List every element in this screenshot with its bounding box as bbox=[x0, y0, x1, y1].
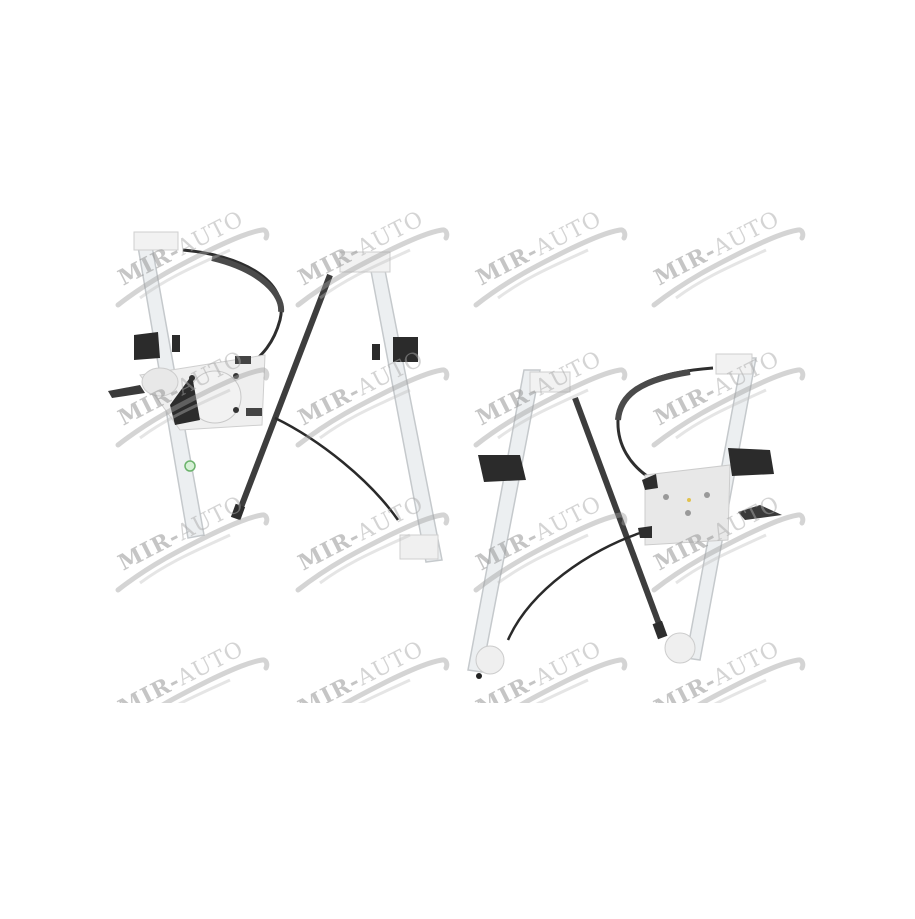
mir-auto-watermark: MIR-AUTO bbox=[110, 491, 280, 615]
watermark-brand-bold: MIR- bbox=[114, 523, 185, 577]
watermark-brand-thin: AUTO bbox=[353, 206, 429, 262]
car-silhouette-icon bbox=[651, 227, 806, 308]
watermark-brand-bold: MIR- bbox=[114, 378, 185, 432]
watermark-brand-bold: MIR- bbox=[650, 378, 721, 432]
car-silhouette-icon bbox=[295, 367, 450, 448]
mir-auto-watermark: MIR-AUTO bbox=[646, 491, 816, 615]
mir-auto-watermark: MIR-AUTO bbox=[290, 346, 460, 470]
watermark-brand-thin: AUTO bbox=[173, 636, 249, 692]
mir-auto-watermark: MIR-AUTO bbox=[110, 206, 280, 330]
mir-auto-watermark: MIR-AUTO bbox=[290, 491, 460, 615]
mir-auto-watermark: MIR-AUTO bbox=[110, 346, 280, 470]
left-regulator bbox=[108, 231, 443, 563]
watermark-brand-bold: MIR- bbox=[294, 668, 365, 703]
mir-auto-watermark: MIR-AUTO bbox=[646, 206, 816, 330]
mir-auto-watermark: MIR-AUTO bbox=[646, 636, 816, 703]
car-silhouette-icon bbox=[651, 512, 806, 593]
mir-auto-watermark: MIR-AUTO bbox=[468, 206, 638, 330]
car-silhouette-icon bbox=[473, 367, 628, 448]
right-regulator bbox=[467, 353, 782, 679]
watermark-brand-thin: AUTO bbox=[531, 206, 607, 262]
watermark-brand-thin: AUTO bbox=[173, 491, 249, 547]
watermark-brand-thin: AUTO bbox=[173, 206, 249, 262]
watermark-brand-bold: MIR- bbox=[294, 523, 365, 577]
watermark-brand-bold: MIR- bbox=[472, 668, 543, 703]
watermark-brand-thin: AUTO bbox=[709, 491, 785, 547]
car-silhouette-icon bbox=[519, 657, 628, 703]
watermark-brand-thin: AUTO bbox=[709, 206, 785, 262]
watermark-brand-bold: MIR- bbox=[114, 668, 185, 703]
mir-auto-watermark: MIR-AUTO bbox=[468, 636, 638, 703]
watermark-brand-thin: AUTO bbox=[531, 346, 607, 402]
car-silhouette-icon bbox=[295, 227, 450, 308]
car-silhouette-icon bbox=[115, 367, 270, 448]
car-silhouette-icon bbox=[341, 657, 450, 703]
car-silhouette-icon bbox=[115, 227, 270, 308]
mir-auto-watermark: MIR-AUTO bbox=[468, 346, 638, 470]
watermark-brand-thin: AUTO bbox=[353, 346, 429, 402]
watermark-brand-bold: MIR- bbox=[294, 238, 365, 292]
mir-auto-watermark: MIR-AUTO bbox=[110, 636, 280, 703]
mir-auto-watermark: MIR-AUTO bbox=[468, 491, 638, 615]
watermark-brand-thin: AUTO bbox=[709, 636, 785, 692]
mir-auto-watermark: MIR-AUTO bbox=[646, 346, 816, 470]
car-silhouette-icon bbox=[295, 512, 450, 593]
watermark-brand-bold: MIR- bbox=[650, 238, 721, 292]
watermark-brand-thin: AUTO bbox=[353, 636, 429, 692]
watermark-brand-bold: MIR- bbox=[650, 668, 721, 703]
watermark-brand-bold: MIR- bbox=[650, 523, 721, 577]
watermark-brand-thin: AUTO bbox=[173, 346, 249, 402]
watermark-brand-bold: MIR- bbox=[472, 238, 543, 292]
mir-auto-watermark: MIR-AUTO bbox=[290, 206, 460, 330]
car-silhouette-icon bbox=[473, 227, 628, 308]
watermark-brand-bold: MIR- bbox=[294, 378, 365, 432]
watermark-brand-thin: AUTO bbox=[709, 346, 785, 402]
car-silhouette-icon bbox=[697, 657, 806, 703]
mir-auto-watermark: MIR-AUTO bbox=[290, 636, 460, 703]
watermark-brand-bold: MIR- bbox=[472, 523, 543, 577]
watermark-brand-thin: AUTO bbox=[531, 491, 607, 547]
car-silhouette-icon bbox=[473, 512, 628, 593]
watermark-brand-thin: AUTO bbox=[531, 636, 607, 692]
watermark-brand-bold: MIR- bbox=[472, 378, 543, 432]
watermark-brand-bold: MIR- bbox=[114, 238, 185, 292]
car-silhouette-icon bbox=[115, 512, 270, 593]
watermark-brand-thin: AUTO bbox=[353, 491, 429, 547]
car-silhouette-icon bbox=[161, 657, 270, 703]
car-silhouette-icon bbox=[651, 367, 806, 448]
